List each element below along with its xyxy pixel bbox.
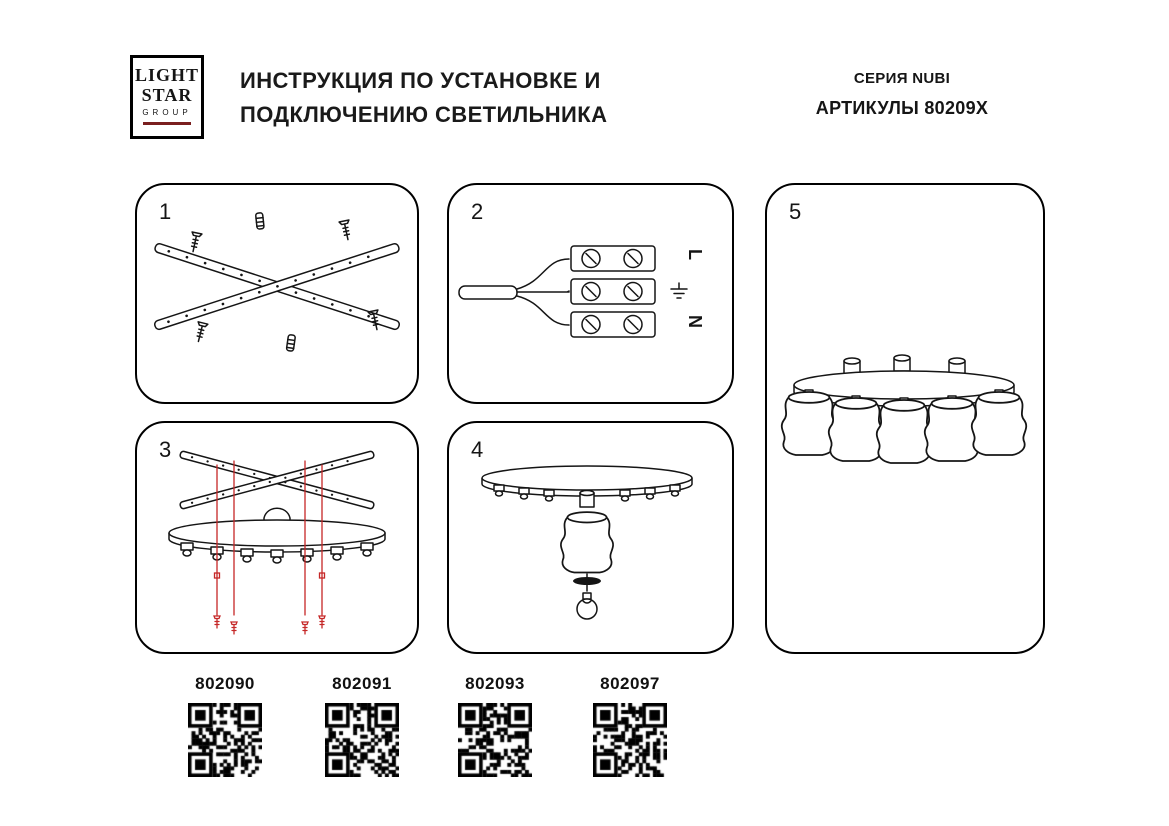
lamp-shade [780,391,838,456]
step2-diagram-wiring: L N [458,245,705,338]
neutral-wire-label: N [685,315,705,328]
lamp-shade [970,391,1028,456]
page-title: ИНСТРУКЦИЯ ПО УСТАНОВКЕ И ПОДКЛЮЧЕНИЮ СВ… [240,64,607,132]
product-card: 802090 [165,674,285,782]
wall-plug-icon [255,212,265,230]
step-5-panel: 5 [765,183,1045,654]
earth-ground-icon [670,282,688,299]
step-number-2: 2 [471,199,484,224]
lamp-shade [875,399,933,464]
mounting-bracket-bars [154,242,400,331]
qr-code [458,703,532,777]
ring-top-cylinders [843,354,966,375]
line-wire-label: L [685,249,705,260]
screw-icon [367,309,380,331]
step-2-panel: 2 L N [447,183,734,404]
step1-diagram-mounting-brackets [154,212,400,352]
article-number: 802093 [465,674,525,693]
title-line-2: ПОДКЛЮЧЕНИЮ СВЕТИЛЬНИКА [240,102,608,127]
article-number: 802090 [195,674,255,693]
logo-red-rule [143,122,191,125]
lamp-shade [560,511,614,574]
supply-cable [458,258,570,326]
qr-code [593,703,667,777]
screw-icon [338,219,351,241]
center-socket [579,489,595,508]
mounting-bracket-bars [179,450,375,510]
step-3-panel: 3 [135,421,419,654]
product-card: 802093 [435,674,555,782]
series-name: СЕРИЯ NUBI [853,70,951,87]
product-card: 802097 [570,674,690,782]
step-number-1: 1 [159,199,172,224]
step5-diagram-finished-chandelier [780,354,1028,464]
logo-text-star: STAR [141,85,193,105]
product-card: 802091 [302,674,422,782]
step-number-4: 4 [471,437,484,462]
title-line-1: ИНСТРУКЦИЯ ПО УСТАНОВКЕ И [240,68,601,93]
article-number: 802091 [332,674,392,693]
lamp-shade [827,397,885,462]
qr-code [188,703,262,777]
wall-plug-icon [285,334,296,352]
step4-diagram-shade-assembly [481,465,693,620]
qr-code [325,703,399,777]
step3-diagram-ring-to-brackets [168,450,386,635]
lamp-shade [923,397,981,462]
light-bulb-icon [576,592,598,620]
article-number: 802097 [600,674,660,693]
lightstar-logo: LIGHT STAR GROUP [130,55,204,139]
series-block: СЕРИЯ NUBI АРТИКУЛЫ 80209X [762,70,1042,119]
articles-code: АРТИКУЛЫ 80209X [815,98,989,118]
step-number-5: 5 [789,199,802,224]
screw-icon [190,231,203,253]
lamp-sockets [493,484,681,502]
screw-icon [196,321,209,343]
step-4-panel: 4 [447,421,734,654]
step-1-panel: 1 [135,183,419,404]
step-number-3: 3 [159,437,172,462]
ceiling-ring [168,519,386,553]
logo-text-light: LIGHT [134,65,200,85]
terminal-block [570,245,656,338]
alignment-guides-red [213,460,326,635]
diffuser-disc [573,573,601,592]
logo-text-group: GROUP [142,108,192,117]
